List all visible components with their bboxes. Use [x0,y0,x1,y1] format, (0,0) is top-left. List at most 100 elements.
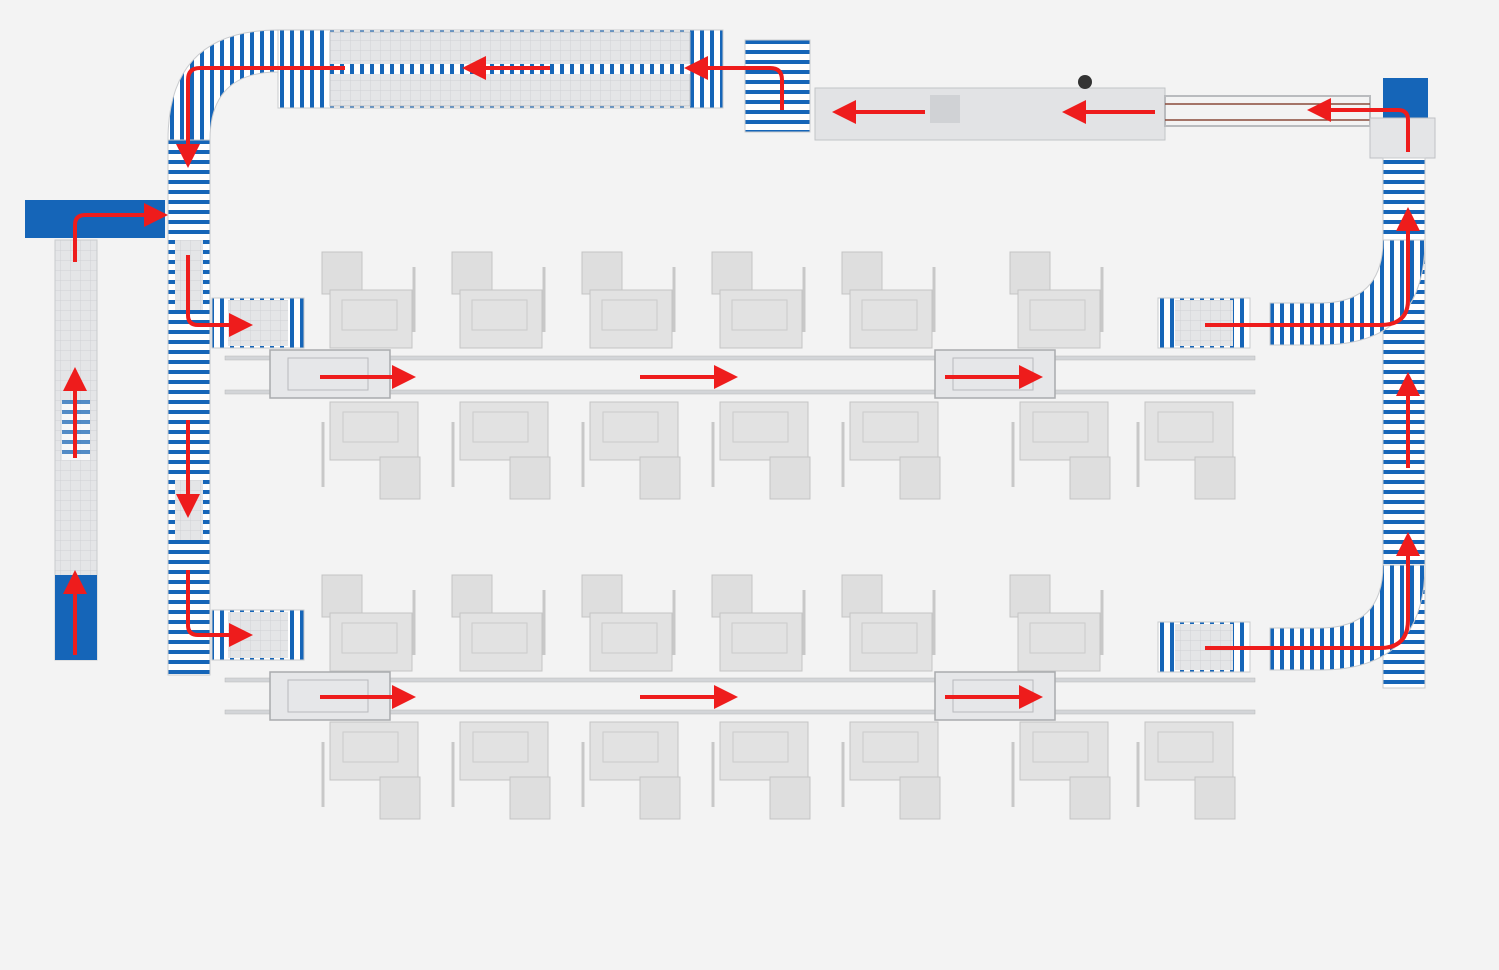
machine-tank [1069,456,1111,500]
machine-panel [1157,411,1214,443]
rail [224,677,1256,683]
flow-arrow [186,255,253,337]
machine [581,721,681,820]
machine-panel [861,622,918,654]
shuttle-bed [287,357,369,391]
machine-panel [732,411,789,443]
machine-panel [731,299,788,331]
machine [1009,251,1104,349]
flow-arrow [186,570,253,647]
machine-panel [602,411,659,443]
machine-panel [601,299,658,331]
machine [321,721,421,820]
machine-tank [841,251,883,295]
machine-tank [451,251,493,295]
machine [711,251,806,349]
right-upper-curve-conveyor [1269,239,1426,346]
machine-panel [731,622,788,654]
machine-panel [341,622,398,654]
machine-tank [769,456,811,500]
machine-panel [861,299,918,331]
shuttle [934,349,1056,399]
machine-tank [581,574,623,618]
infeed-blue-hopper [25,200,165,238]
rail [224,709,1256,715]
machine-tank [639,456,681,500]
machine-tank [509,776,551,820]
machine-panel [602,731,659,763]
right-lower-curve-conveyor [1269,564,1426,671]
machine [321,401,421,500]
transfer-rails [224,355,1256,715]
machine-tank [711,574,753,618]
machine [841,251,936,349]
top-right-transfer [1369,117,1436,159]
machine [1136,721,1236,820]
machine-panel [1032,731,1089,763]
machine-panel [1029,299,1086,331]
rail [224,389,1256,395]
machine [321,574,416,672]
machine-tank [581,251,623,295]
machine-panel [471,299,528,331]
flow-arrow [176,66,345,168]
flow-arrow [73,203,168,262]
machine-panel [601,622,658,654]
machine-control-box [930,95,960,123]
machine [581,251,676,349]
flow-arrow [1205,532,1420,650]
flow-arrow [1205,207,1420,327]
rail [224,355,1256,361]
machine-tank [1069,776,1111,820]
machine-tank [1009,574,1051,618]
motor-icon [1078,75,1092,89]
machine-tank [899,776,941,820]
machine-panel [1157,731,1214,763]
machine-tank [1009,251,1051,295]
machine-tank [711,251,753,295]
machine [1009,574,1104,672]
machine [711,721,811,820]
machine [321,251,416,349]
machine-panel [341,299,398,331]
machine-panel [472,731,529,763]
machine-tank [509,456,551,500]
flow-arrow [684,56,784,110]
machine-tank [1194,456,1236,500]
machine-panel [472,411,529,443]
machine [841,574,936,672]
machine-panel [342,411,399,443]
machine [711,401,811,500]
machine-tank [379,456,421,500]
machine [1011,721,1111,820]
machine-panel [1029,622,1086,654]
machine [581,574,676,672]
machine-panel [1032,411,1089,443]
machine-tank [841,574,883,618]
machine [841,721,941,820]
machine [451,574,546,672]
top-left-curve-conveyor [167,29,279,141]
machine-panel [862,731,919,763]
machine-panel [471,622,528,654]
machine-stations [321,251,1236,820]
shuttle [269,349,391,399]
machine [1136,401,1236,500]
machine [451,401,551,500]
machine-tank [379,776,421,820]
machine-tank [899,456,941,500]
machine [841,401,941,500]
flow-arrow [1307,98,1410,152]
machine-panel [342,731,399,763]
infeed-conveyor [25,200,165,661]
machine-panel [732,731,789,763]
machine [451,721,551,820]
machine [711,574,806,672]
machine-tank [639,776,681,820]
flow-arrows [63,56,1420,709]
top-corner-transfer [744,39,811,133]
machine-panel [862,411,919,443]
machine-tank [769,776,811,820]
machine-tank [451,574,493,618]
